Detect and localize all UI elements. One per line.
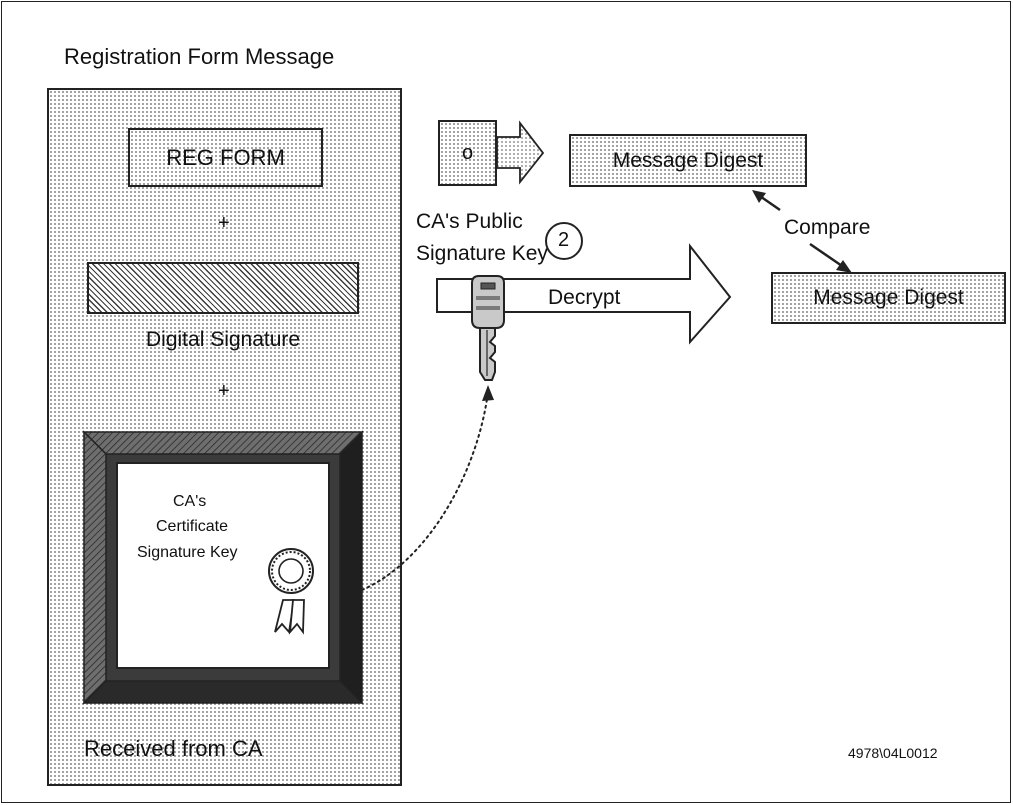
- figure-id: 4978\04L0012: [848, 745, 938, 761]
- message-digest-top-label: Message Digest: [612, 148, 764, 172]
- reg-form-box: REG FORM: [128, 128, 323, 187]
- plus-sign-2: +: [218, 380, 230, 402]
- received-from-label: Received from CA: [84, 736, 263, 761]
- plus-sign-1: +: [218, 212, 230, 234]
- digital-signature-bar: [87, 262, 359, 314]
- message-digest-bottom-label: Message Digest: [813, 286, 964, 309]
- compare-label: Compare: [784, 216, 871, 239]
- diagram-title: Registration Form Message: [64, 44, 335, 69]
- step-number: 2: [558, 229, 570, 251]
- certificate-line-2: Certificate: [156, 518, 229, 535]
- message-digest-top: Message Digest: [569, 134, 807, 187]
- hash-symbol: o: [461, 141, 474, 164]
- public-key-label-2: Signature Key: [416, 242, 548, 265]
- certificate-line-1: CA's: [173, 493, 207, 510]
- hash-function-icon: o: [438, 120, 497, 186]
- message-digest-bottom: Message Digest: [771, 272, 1006, 324]
- public-key-label-1: CA's Public: [416, 210, 523, 233]
- digital-signature-label: Digital Signature: [146, 328, 301, 351]
- certificate-line-3: Signature Key: [137, 544, 238, 561]
- reg-form-label: REG FORM: [166, 144, 285, 170]
- decrypt-label: Decrypt: [548, 286, 621, 309]
